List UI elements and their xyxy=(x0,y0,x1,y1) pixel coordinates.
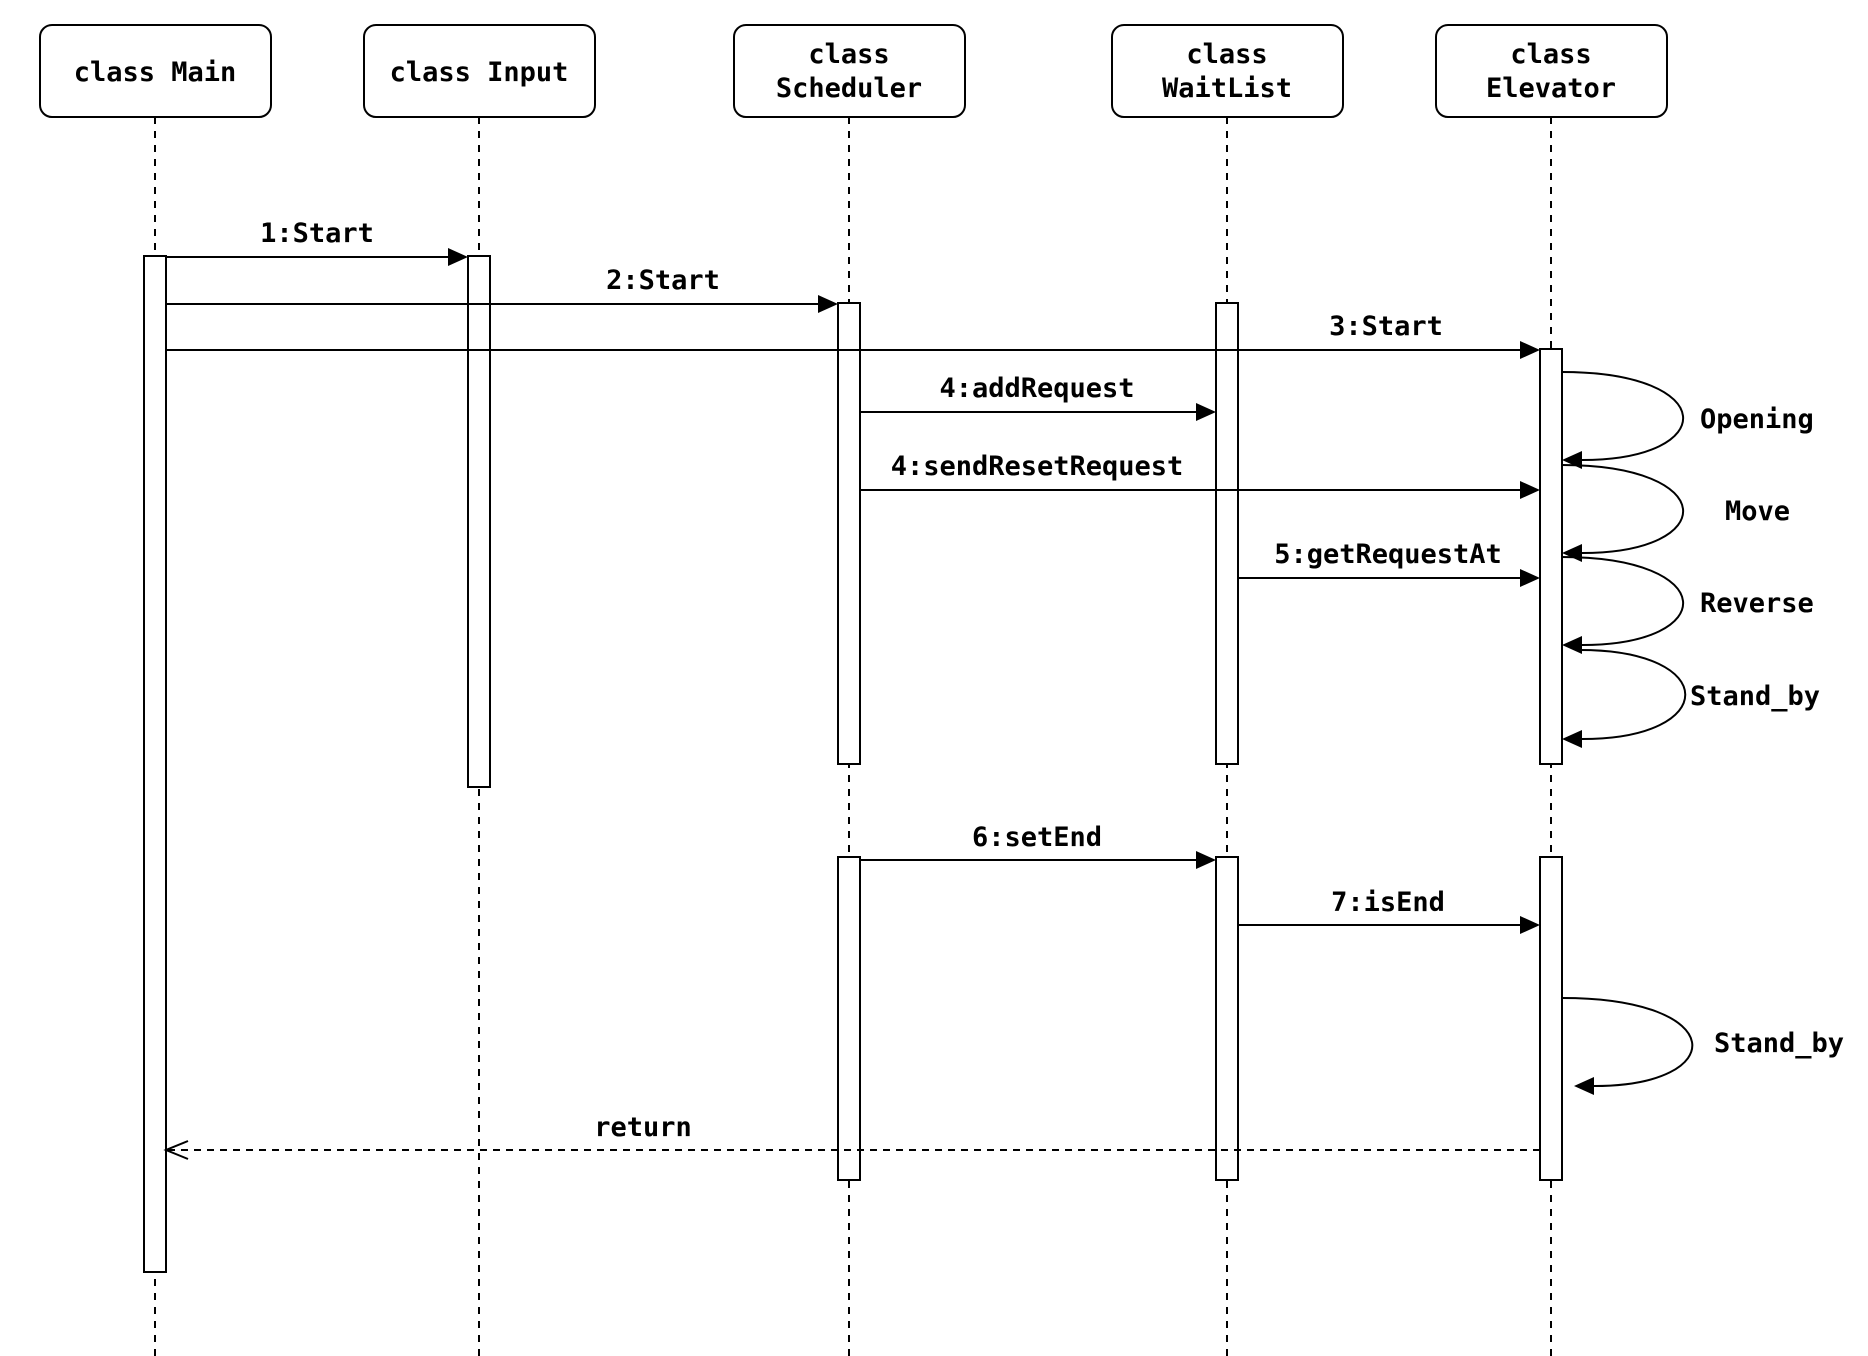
self-message-reverse: Reverse xyxy=(1561,556,1814,654)
arrowhead-filled xyxy=(1520,481,1540,499)
message-return: return xyxy=(163,1112,1540,1160)
self-message-stand-by-1: Stand_by xyxy=(1562,649,1820,748)
arrowhead-filled xyxy=(1562,544,1582,562)
self-message-stand-by-2-label: Stand_by xyxy=(1714,1028,1844,1059)
lifeline-main-label: class Main xyxy=(74,57,237,88)
self-message-stand-by-1-loop xyxy=(1579,649,1687,740)
activation-scheduler-1 xyxy=(837,302,861,765)
lifeline-main: class Main xyxy=(39,24,272,118)
message-5-get-request-at: 5:getRequestAt xyxy=(1238,539,1540,587)
message-3-label: 3:Start xyxy=(1329,311,1443,342)
message-7-label: 7:isEnd xyxy=(1331,887,1445,918)
arrowhead-filled xyxy=(1520,916,1540,934)
lifeline-input-label: class Input xyxy=(390,57,569,88)
self-message-stand-by-2: Stand_by xyxy=(1561,997,1844,1095)
arrowhead-filled xyxy=(1520,341,1540,359)
message-return-label: return xyxy=(594,1112,692,1143)
activation-scheduler-2 xyxy=(837,856,861,1181)
arrowhead-filled xyxy=(1562,730,1582,748)
self-message-move-label: Move xyxy=(1725,496,1790,527)
message-1-label: 1:Start xyxy=(260,218,374,249)
activation-input xyxy=(467,255,491,788)
self-message-stand-by-1-label: Stand_by xyxy=(1690,681,1820,712)
activation-waitlist-2 xyxy=(1215,856,1239,1181)
lifeline-waitlist-label-2: WaitList xyxy=(1162,73,1292,104)
self-message-move-loop xyxy=(1561,464,1684,554)
activation-elevator-2 xyxy=(1539,856,1563,1181)
self-message-opening: Opening xyxy=(1561,371,1814,469)
activation-main xyxy=(143,255,167,1273)
message-5-label: 5:getRequestAt xyxy=(1274,539,1502,570)
lifeline-input: class Input xyxy=(363,24,596,118)
lifeline-elevator-label-2: Elevator xyxy=(1486,73,1616,104)
arrowhead-open xyxy=(163,1140,189,1160)
self-message-opening-loop xyxy=(1561,371,1684,461)
message-7-is-end: 7:isEnd xyxy=(1238,887,1540,934)
lifeline-elevator: class Elevator xyxy=(1435,24,1668,118)
lifeline-scheduler: class Scheduler xyxy=(733,24,966,118)
message-4a-label: 4:addRequest xyxy=(939,373,1134,404)
message-2-label: 2:Start xyxy=(606,265,720,296)
lifeline-waitlist-label-1: class xyxy=(1186,39,1267,70)
arrowhead-filled xyxy=(818,295,838,313)
arrowhead-filled xyxy=(1574,1077,1594,1095)
message-3-start: 3:Start xyxy=(166,311,1540,359)
arrowhead-filled xyxy=(448,248,468,266)
self-message-opening-label: Opening xyxy=(1700,404,1814,435)
arrowhead-filled xyxy=(1196,403,1216,421)
arrowhead-filled xyxy=(1520,569,1540,587)
arrowhead-filled xyxy=(1562,636,1582,654)
lifeline-scheduler-label-1: class xyxy=(808,39,889,70)
self-message-move: Move xyxy=(1561,464,1790,562)
message-6-set-end: 6:setEnd xyxy=(860,822,1216,869)
lifeline-elevator-label-1: class xyxy=(1510,39,1591,70)
lifeline-scheduler-label-2: Scheduler xyxy=(776,73,922,104)
message-2-start: 2:Start xyxy=(166,265,838,313)
self-message-reverse-loop xyxy=(1561,556,1684,646)
message-4-send-reset-request: 4:sendResetRequest xyxy=(860,451,1540,499)
activation-waitlist-1 xyxy=(1215,302,1239,765)
message-6-label: 6:setEnd xyxy=(972,822,1102,853)
lifeline-waitlist: class WaitList xyxy=(1111,24,1344,118)
self-message-reverse-label: Reverse xyxy=(1700,588,1814,619)
self-message-stand-by-2-loop xyxy=(1561,997,1694,1087)
arrowhead-filled xyxy=(1196,851,1216,869)
message-4b-label: 4:sendResetRequest xyxy=(891,451,1184,482)
activation-elevator-1 xyxy=(1539,348,1563,765)
message-1-start: 1:Start xyxy=(166,218,468,266)
message-4-add-request: 4:addRequest xyxy=(860,373,1216,421)
